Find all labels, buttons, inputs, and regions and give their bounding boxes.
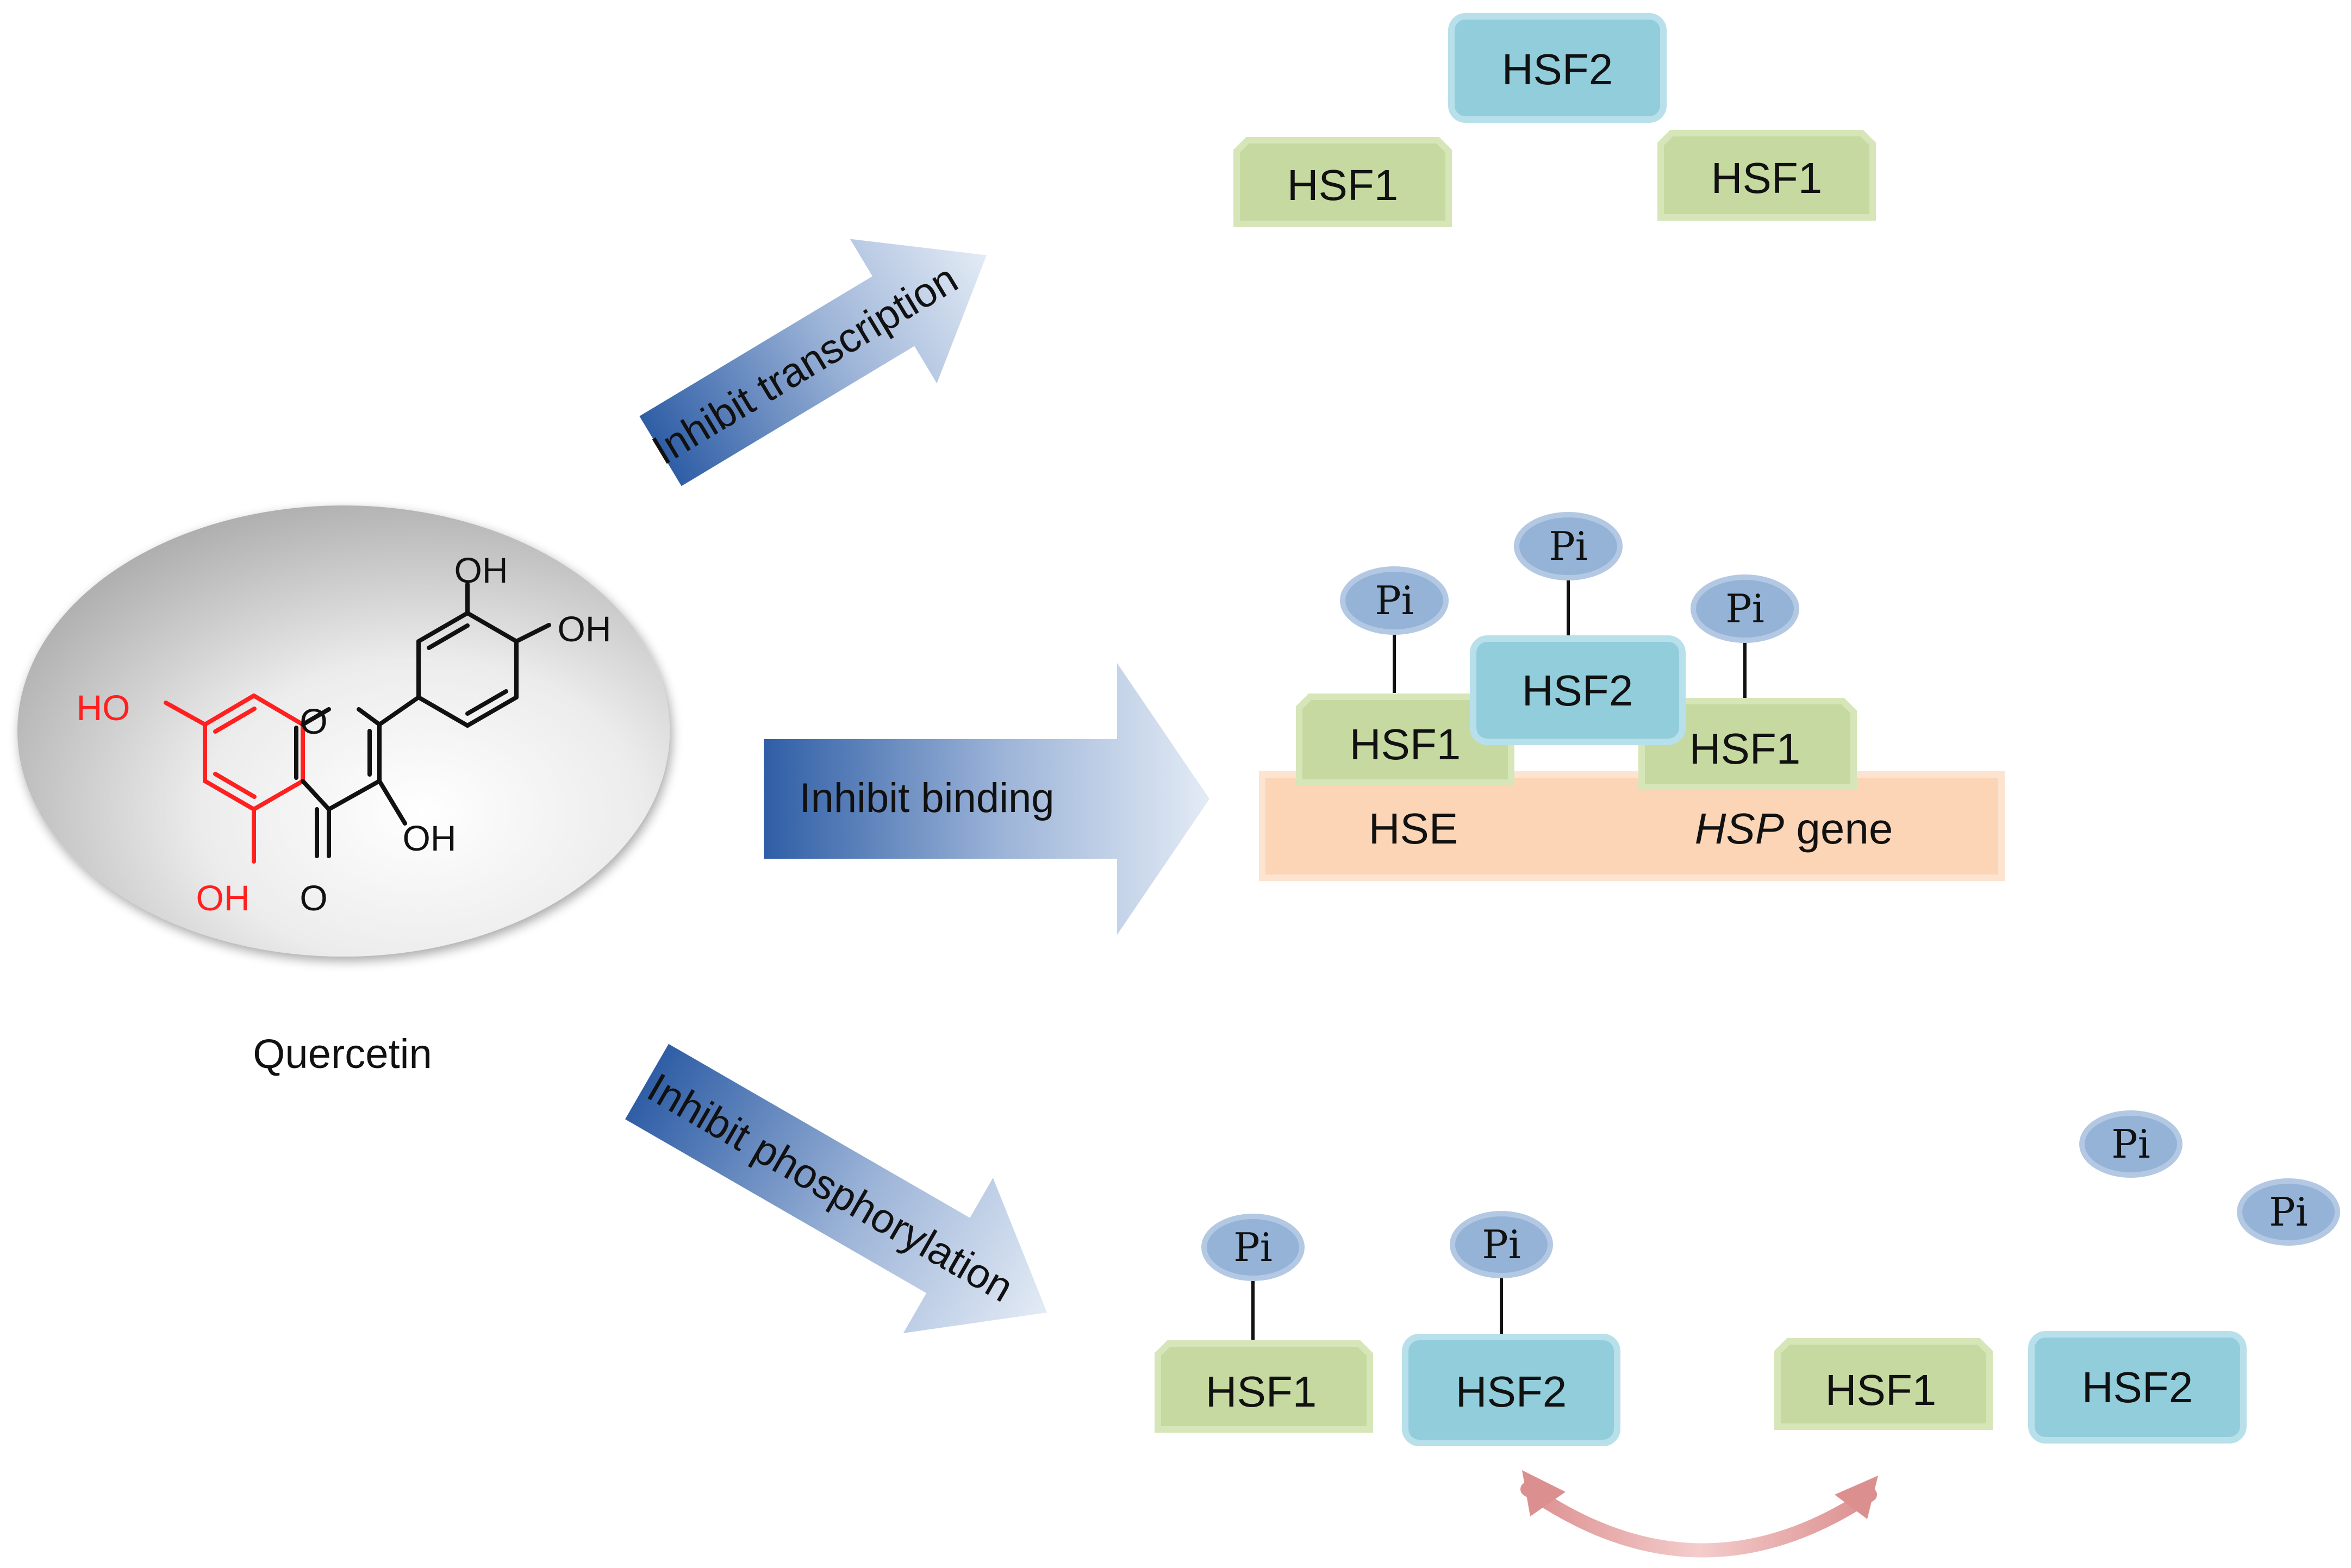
atom-oh-3prime: OH bbox=[454, 550, 508, 590]
svg-text:Pi: Pi bbox=[1549, 523, 1587, 569]
svg-text:HSF2: HSF2 bbox=[1522, 666, 1633, 715]
curved-cycle-arrow bbox=[1520, 1470, 1878, 1558]
panel-phosphorylation: Pi Pi HSF1 HSF2 HSF1 HSF2 Pi Pi bbox=[1155, 1110, 2340, 1558]
arrow-inhibit-phosphorylation: Inhibit phosphorylation bbox=[625, 1044, 1047, 1333]
svg-text:HSF2: HSF2 bbox=[1456, 1367, 1567, 1416]
panel1-hsf1-right-box: HSF1 bbox=[1657, 130, 1876, 221]
panel2-hsf2-box: HSF2 bbox=[1470, 635, 1686, 745]
panel-binding: HSE HSP gene HSF1 HSF1 HSF2 Pi Pi bbox=[1259, 512, 2005, 881]
phos-hsf1-box: HSF1 bbox=[1155, 1340, 1373, 1433]
pi-on-hsf2: Pi bbox=[1450, 1211, 1553, 1278]
arrow-inhibit-binding: Inhibit binding bbox=[764, 663, 1209, 935]
atom-oh-3: OH bbox=[403, 818, 457, 858]
a-ring-bonds bbox=[164, 694, 305, 864]
arrow-binding-label: Inhibit binding bbox=[799, 775, 1054, 821]
dna-strip bbox=[1259, 771, 2005, 881]
dna-hsp-gene: HSE HSP gene bbox=[1259, 771, 2005, 881]
svg-text:Pi: Pi bbox=[2269, 1189, 2308, 1235]
arrow-transcription-label: Inhibit transcription bbox=[645, 255, 966, 473]
atom-oh-5: OH bbox=[196, 878, 250, 918]
b-ring-bonds bbox=[416, 582, 551, 728]
svg-text:HSF1: HSF1 bbox=[1711, 154, 1823, 202]
panel1-hsf1-left-box: HSF1 bbox=[1233, 137, 1452, 227]
svg-text:Pi: Pi bbox=[1375, 578, 1413, 623]
arrow-transcription-shape bbox=[639, 239, 987, 486]
pi-group-right: Pi bbox=[1691, 574, 1799, 643]
arrow-binding-shape bbox=[764, 663, 1209, 935]
atom-carbonyl-oxygen: O bbox=[300, 878, 327, 918]
atom-ring-oxygen: O bbox=[300, 701, 327, 741]
dna-hse-label: HSE bbox=[1369, 804, 1458, 853]
atom-ho-7: HO bbox=[77, 688, 130, 728]
pi-on-hsf1: Pi bbox=[1201, 1214, 1305, 1281]
dna-gene-label: HSP gene bbox=[1695, 804, 1893, 853]
compound-name: Quercetin bbox=[253, 1031, 432, 1077]
svg-text:HSF1: HSF1 bbox=[1689, 724, 1801, 773]
phos-hsf2-box: HSF2 bbox=[1402, 1334, 1620, 1446]
free-pi-1: Pi bbox=[2079, 1110, 2182, 1178]
svg-text:HSF1: HSF1 bbox=[1825, 1366, 1937, 1414]
svg-text:Pi: Pi bbox=[1725, 586, 1764, 632]
molecule-bonds bbox=[164, 582, 551, 864]
free-pi-2: Pi bbox=[2237, 1178, 2340, 1246]
svg-text:HSF2: HSF2 bbox=[1502, 45, 1613, 93]
molecule-atom-labels: OH OH HO O OH OH O bbox=[77, 550, 612, 918]
svg-text:Pi: Pi bbox=[1233, 1225, 1272, 1270]
molecule-backdrop-oval bbox=[17, 505, 670, 957]
svg-text:Pi: Pi bbox=[1482, 1222, 1520, 1267]
svg-text:HSF1: HSF1 bbox=[1206, 1367, 1317, 1416]
atom-oh-4prime: OH bbox=[558, 609, 612, 649]
quercetin-molecule: OH OH HO O OH OH O Quercetin bbox=[17, 505, 670, 1077]
pi-group-left: Pi bbox=[1340, 566, 1449, 635]
c-ring-bonds bbox=[294, 695, 421, 858]
free-hsf1-box: HSF1 bbox=[1774, 1338, 1993, 1430]
arrow-inhibit-transcription: Inhibit transcription bbox=[639, 239, 987, 486]
arrow-phosphorylation-label: Inhibit phosphorylation bbox=[640, 1064, 1021, 1311]
svg-text:Pi: Pi bbox=[2111, 1121, 2150, 1167]
arrow-phosphorylation-shape bbox=[625, 1044, 1047, 1333]
panel1-hsf2-box: HSF2 bbox=[1448, 13, 1667, 123]
svg-text:HSF1: HSF1 bbox=[1287, 161, 1399, 209]
panel2-hsf1-left-box: HSF1 bbox=[1296, 694, 1514, 786]
svg-text:HSF1: HSF1 bbox=[1350, 720, 1461, 769]
svg-text:HSF2: HSF2 bbox=[2082, 1363, 2193, 1411]
free-hsf2-box: HSF2 bbox=[2028, 1331, 2247, 1444]
pi-group-middle: Pi bbox=[1514, 512, 1623, 580]
panel-transcription: HSF2 HSF1 HSF1 bbox=[1233, 13, 1876, 227]
